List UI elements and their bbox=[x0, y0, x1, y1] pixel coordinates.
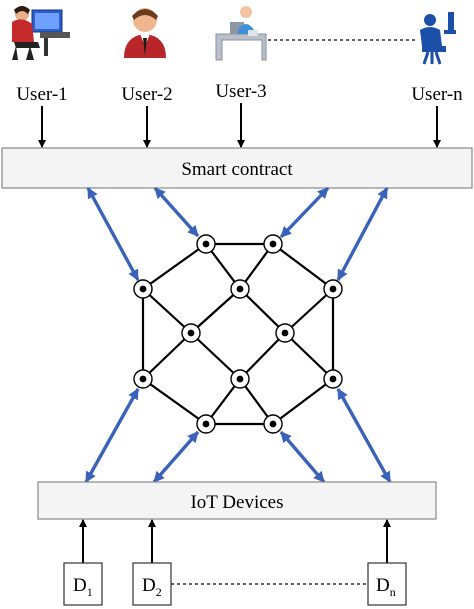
device-box-2: D2 bbox=[132, 562, 172, 606]
device-box-n: Dn bbox=[367, 562, 407, 606]
device-n-main: D bbox=[376, 575, 390, 596]
device-arrows bbox=[79, 519, 391, 563]
device-2-sub: 2 bbox=[156, 585, 162, 599]
network-node bbox=[263, 234, 283, 254]
network-node bbox=[323, 279, 343, 299]
network-node bbox=[133, 279, 153, 299]
iot-node-arrow bbox=[152, 430, 200, 484]
svg-text:D2: D2 bbox=[142, 575, 162, 599]
contract-node-arrow bbox=[153, 186, 200, 238]
contract-node-arrow bbox=[86, 187, 140, 281]
user-at-desk-icon bbox=[12, 6, 70, 60]
network-node bbox=[230, 369, 250, 389]
network-node bbox=[230, 279, 250, 299]
user-arrows bbox=[38, 103, 441, 148]
user-label-n: User-n bbox=[411, 84, 463, 105]
user-label-3: User-3 bbox=[215, 81, 266, 102]
svg-text:D1: D1 bbox=[73, 575, 93, 599]
user-label-2: User-2 bbox=[121, 84, 172, 105]
contract-node-arrow bbox=[336, 187, 389, 281]
network-node bbox=[323, 369, 343, 389]
device-1-main: D bbox=[73, 575, 87, 596]
network-edges bbox=[141, 242, 335, 426]
iot-devices-label: IoT Devices bbox=[190, 492, 283, 513]
network-node bbox=[133, 369, 153, 389]
smart-contract-box bbox=[1, 147, 473, 189]
user-label-1: User-1 bbox=[16, 84, 67, 105]
network-node bbox=[181, 323, 201, 343]
office-worker-icon bbox=[215, 6, 267, 61]
network-node bbox=[196, 414, 216, 434]
device-box-1: D1 bbox=[63, 562, 103, 606]
blue-bidirectional-arrows bbox=[84, 186, 392, 484]
network-nodes bbox=[133, 234, 343, 434]
businessman-icon bbox=[124, 8, 166, 58]
iot-node-arrow bbox=[279, 430, 326, 484]
network-node bbox=[196, 234, 216, 254]
smart-contract-label: Smart contract bbox=[181, 159, 293, 180]
device-1-sub: 1 bbox=[87, 585, 93, 599]
contract-node-arrow bbox=[279, 186, 330, 239]
device-n-sub: n bbox=[390, 585, 396, 599]
iot-devices-box bbox=[37, 481, 437, 520]
network-node bbox=[263, 414, 283, 434]
iot-node-arrow bbox=[84, 388, 140, 483]
iot-node-arrow bbox=[336, 388, 392, 483]
device-2-main: D bbox=[142, 575, 156, 596]
computer-user-icon bbox=[420, 12, 456, 65]
network-node bbox=[275, 323, 295, 343]
svg-text:Dn: Dn bbox=[376, 575, 396, 599]
